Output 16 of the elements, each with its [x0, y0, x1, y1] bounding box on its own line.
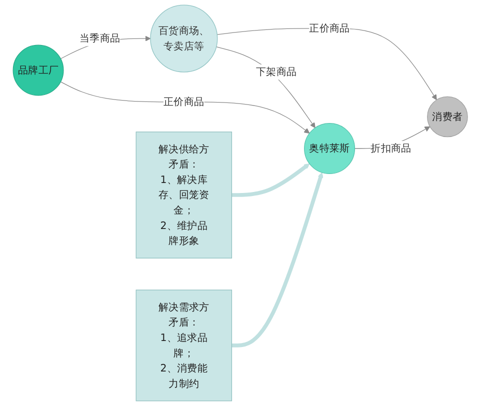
edge-label: 折扣商品 — [370, 142, 412, 154]
edge-label: 正价商品 — [309, 22, 350, 34]
edge-label: 正价商品 — [164, 96, 204, 108]
arrow — [217, 28, 438, 100]
arrow — [216, 46, 316, 128]
node-circle: 百货商场、专卖店等 — [150, 4, 218, 72]
arrow — [232, 172, 324, 348]
arrow — [232, 163, 310, 197]
edge-label: 下架商品 — [256, 66, 297, 78]
node-circle: 奥特莱斯 — [304, 123, 356, 174]
node-circle: 消费者 — [427, 96, 468, 138]
edge-label: 当季商品 — [80, 32, 120, 44]
node-circle: 品牌工厂 — [12, 44, 64, 96]
arrow — [60, 81, 310, 134]
node-box: 解决供给方矛盾： 1、解决库存、回笼资金； 2、维护品牌形象 — [136, 132, 232, 258]
node-box: 解决需求方矛盾： 1、追求品牌； 2、消费能力制约 — [136, 290, 232, 402]
